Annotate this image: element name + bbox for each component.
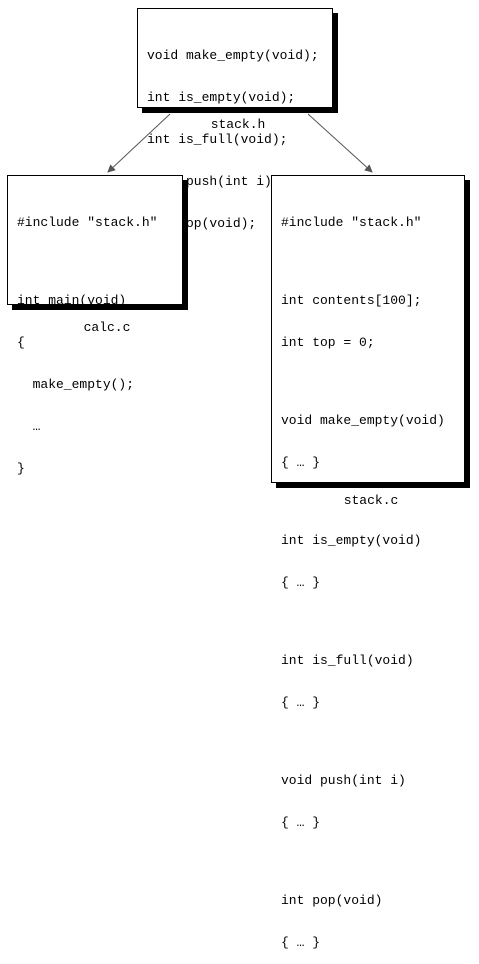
include-line: #include "stack.h" — [17, 215, 158, 230]
declaration-line: int top = 0; — [281, 335, 375, 350]
code-line: } — [17, 461, 25, 476]
function-signature: int pop(void) — [281, 893, 383, 908]
header-line: void make_empty(void); — [147, 48, 319, 63]
calc-c-caption: calc.c — [83, 320, 131, 335]
code-line: int main(void) — [17, 293, 127, 308]
header-line: int is_full(void); — [147, 132, 288, 147]
arrow-to-stack-c — [307, 113, 373, 173]
code-line: { — [17, 335, 25, 350]
include-line: #include "stack.h" — [281, 215, 422, 230]
code-line: make_empty(); — [17, 377, 135, 392]
header-line: int is_empty(void); — [147, 90, 296, 105]
stack-h-box: void make_empty(void); int is_empty(void… — [137, 8, 333, 231]
calc-c-box: #include "stack.h" int main(void) { make… — [7, 175, 183, 476]
function-signature: int is_empty(void) — [281, 533, 422, 548]
arrow-to-calc-c — [107, 113, 171, 173]
function-signature: void make_empty(void) — [281, 413, 445, 428]
include-arrows — [107, 113, 373, 173]
stack-c-box: #include "stack.h" int contents[100]; in… — [271, 175, 465, 950]
stack-c-caption: stack.c — [343, 493, 399, 508]
function-body: { … } — [281, 575, 321, 590]
code-line: … — [17, 419, 41, 434]
function-signature: void push(int i) — [281, 773, 406, 788]
declaration-line: int contents[100]; — [281, 293, 422, 308]
function-body: { … } — [281, 935, 321, 950]
stack-h-caption: stack.h — [210, 117, 266, 132]
function-signature: int is_full(void) — [281, 653, 414, 668]
function-body: { … } — [281, 695, 321, 710]
function-body: { … } — [281, 455, 321, 470]
function-body: { … } — [281, 815, 321, 830]
